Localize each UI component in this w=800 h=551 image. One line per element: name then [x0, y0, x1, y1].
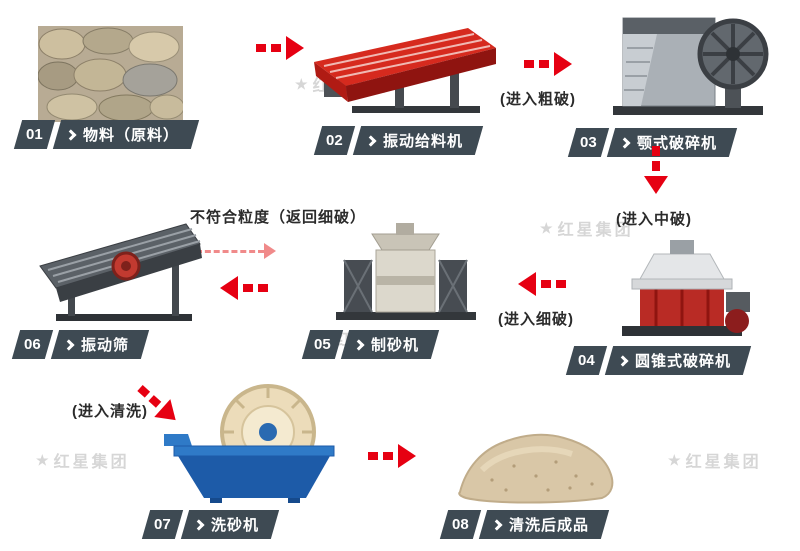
label-finished-product: 08 清洗后成品 — [439, 510, 609, 539]
label-vibrating-feeder: 02 振动给料机 — [313, 126, 483, 155]
step-label: 颚式破碎机 — [606, 128, 737, 157]
step-label: 制砂机 — [340, 330, 439, 359]
label-material: 01 物料（原料） — [13, 120, 199, 149]
arrow-cone-to-sand-maker — [518, 272, 566, 296]
watermark: ★红星集团 — [668, 451, 762, 472]
vibrating-screen-illustration — [30, 212, 220, 324]
chevron-icon — [193, 518, 205, 531]
step-label: 圆锥式破碎机 — [604, 346, 751, 375]
step-label: 清洗后成品 — [478, 510, 609, 539]
step-number: 01 — [13, 120, 55, 149]
step-number: 06 — [11, 330, 53, 359]
return-dashed-arrow — [196, 243, 276, 259]
chevron-icon — [63, 338, 75, 351]
step-number: 04 — [565, 346, 607, 375]
arrow-jaw-to-cone-crusher — [644, 146, 668, 194]
arrow-material-to-feeder — [256, 36, 304, 60]
sand-making-machine-illustration — [328, 220, 483, 322]
arrow-feeder-to-jaw-crusher — [524, 52, 572, 76]
step-number: 05 — [301, 330, 343, 359]
chevron-icon — [353, 338, 365, 351]
step-label: 洗砂机 — [180, 510, 279, 539]
chevron-icon — [491, 518, 503, 531]
step-number: 03 — [567, 128, 609, 157]
washed-sand-photo — [452, 410, 622, 506]
chevron-icon — [65, 128, 77, 141]
step-number: 02 — [313, 126, 355, 155]
step-label: 振动筛 — [50, 330, 149, 359]
label-cone-crusher: 04 圆锥式破碎机 — [565, 346, 751, 375]
annotation-washing: (进入清洗) — [72, 403, 148, 420]
step-number: 08 — [439, 510, 481, 539]
watermark: ★红星集团 — [36, 451, 130, 472]
step-label: 振动给料机 — [352, 126, 483, 155]
vibrating-feeder-illustration — [300, 22, 505, 117]
annotation-coarse-crushing: (进入粗破) — [500, 91, 576, 108]
raw-material-rocks-photo — [38, 26, 183, 122]
annotation-return-to-fine-crushing: 不符合粒度（返回细破） — [190, 209, 367, 226]
hongxing-logo-icon: ★ — [540, 219, 553, 236]
chevron-icon — [365, 134, 377, 147]
annotation-medium-crushing: (进入中破) — [616, 211, 692, 228]
hongxing-logo-icon: ★ — [668, 451, 681, 468]
arrow-washer-to-product — [368, 444, 416, 468]
step-number: 07 — [141, 510, 183, 539]
chevron-icon — [617, 354, 629, 367]
sand-washer-illustration — [162, 382, 342, 504]
label-vibrating-screen: 06 振动筛 — [11, 330, 149, 359]
chevron-icon — [619, 136, 631, 149]
hongxing-logo-icon: ★ — [36, 451, 49, 468]
arrow-sand-maker-to-screen — [220, 276, 268, 300]
step-label: 物料（原料） — [52, 120, 199, 149]
annotation-fine-crushing: (进入细破) — [498, 311, 574, 328]
jaw-crusher-illustration — [595, 6, 775, 121]
label-sand-washer: 07 洗砂机 — [141, 510, 279, 539]
cone-crusher-illustration — [612, 232, 757, 340]
label-sand-maker: 05 制砂机 — [301, 330, 439, 359]
